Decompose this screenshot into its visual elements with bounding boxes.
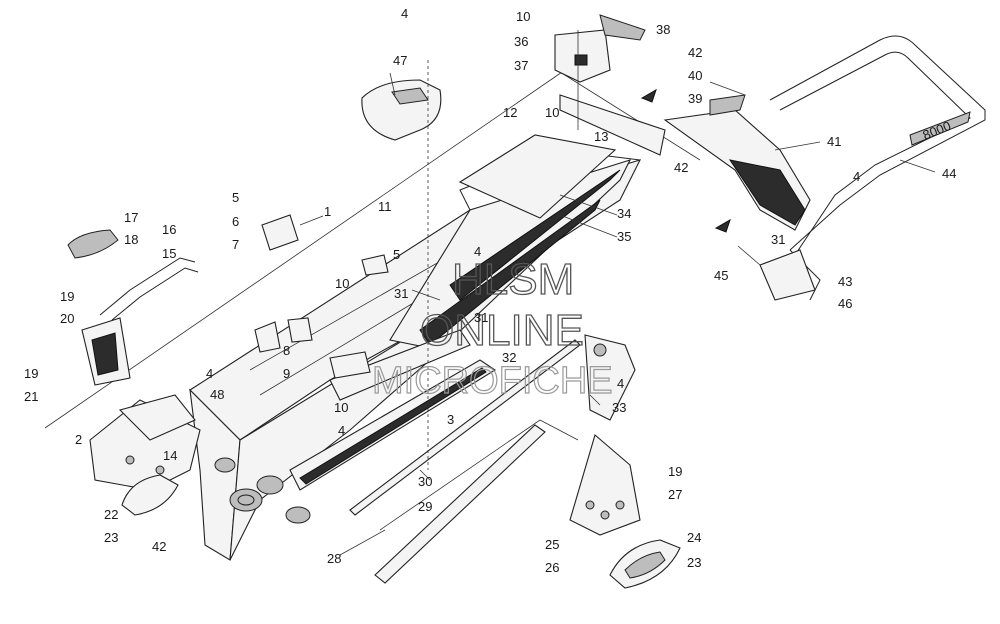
callout-19-top: 19 [60,289,74,304]
callout-15: 15 [162,246,176,261]
callout-10-lower: 10 [334,400,348,415]
rear-bracket [559,94,666,156]
callout-29: 29 [418,499,432,514]
snow-flap [663,94,811,231]
heat-exchanger [389,159,632,351]
callout-9: 9 [283,366,290,381]
callout-42-mid: 42 [674,160,688,175]
small-brackets [254,214,389,379]
reference-lines [44,69,701,531]
callout-4-left: 4 [206,366,213,381]
step-plate [609,539,681,589]
callout-4-seat: 4 [401,6,408,21]
front-bulkhead [89,394,201,491]
callout-40: 40 [688,68,702,83]
callout-14: 14 [163,448,177,463]
callout-42-top: 42 [688,45,702,60]
callout-17: 17 [124,210,138,225]
watermark: HLSM ONLINE MICROFICHE [371,254,613,402]
leader-lines [299,30,936,556]
callout-31-bumper: 31 [771,232,785,247]
callout-19-toehook: 19 [668,464,682,479]
callout-42-bottom: 42 [152,539,166,554]
callout-23-step: 23 [687,555,701,570]
callout-28: 28 [327,551,341,566]
callout-35: 35 [617,229,631,244]
callout-31-mid: 31 [474,310,488,325]
tail-light [554,14,646,83]
callout-48: 48 [210,387,224,402]
callout-38: 38 [656,22,670,37]
tunnel-top-plate [458,134,617,219]
callout-labels: 1 2 3 4 4 4 4 4 4 5 5 6 7 8 9 10 10 10 1… [24,6,956,575]
callout-39: 39 [688,91,702,106]
callout-5-top: 5 [232,190,239,205]
callout-34: 34 [617,206,631,221]
callout-2: 2 [75,432,82,447]
callout-43: 43 [838,274,852,289]
front-toe-hook [67,229,199,386]
callout-25: 25 [545,537,559,552]
callout-10-top: 10 [516,9,530,24]
callout-26: 26 [545,560,559,575]
callout-4-footrest: 4 [617,376,624,391]
callout-46: 46 [838,296,852,311]
callout-4-lower: 4 [338,423,345,438]
step-pad-front [121,474,179,516]
callout-44: 44 [942,166,956,181]
callout-3: 3 [447,412,454,427]
seat [361,79,442,141]
callout-11: 11 [378,199,392,214]
running-board [289,329,497,491]
callout-33: 33 [612,400,626,415]
running-board-rod [349,339,581,584]
callout-24: 24 [687,530,701,545]
callout-27: 27 [668,487,682,502]
callout-23-front: 23 [104,530,118,545]
callout-32: 32 [502,350,516,365]
callout-10-plate: 10 [545,105,559,120]
watermark-line-2: ONLINE [420,306,584,355]
rear-bumper [769,35,986,301]
callout-4-bumper: 4 [853,169,860,184]
direction-arrows [640,88,731,233]
callout-45: 45 [714,268,728,283]
callout-5-mid: 5 [393,247,400,262]
callout-37: 37 [514,58,528,73]
callout-8: 8 [283,343,290,358]
callout-4-mid: 4 [474,244,481,259]
callout-20: 20 [60,311,74,326]
callout-1: 1 [324,204,331,219]
callout-47: 47 [393,53,407,68]
callout-13: 13 [594,129,608,144]
callout-22: 22 [104,507,118,522]
bumper-bracket [759,249,816,301]
callout-41: 41 [827,134,841,149]
callout-16: 16 [162,222,176,237]
toe-hook [569,434,641,536]
watermark-line-1: HLSM [452,255,574,304]
watermark-line-3: MICROFICHE [372,360,613,402]
callout-18: 18 [124,232,138,247]
callout-30: 30 [418,474,432,489]
callout-19-left: 19 [24,366,38,381]
foot-rest [584,334,636,421]
callout-31-left: 31 [394,286,408,301]
callout-10-mid: 10 [335,276,349,291]
callout-21: 21 [24,389,38,404]
callout-6: 6 [232,214,239,229]
callout-36: 36 [514,34,528,49]
callout-7: 7 [232,237,239,252]
callout-12: 12 [503,105,517,120]
